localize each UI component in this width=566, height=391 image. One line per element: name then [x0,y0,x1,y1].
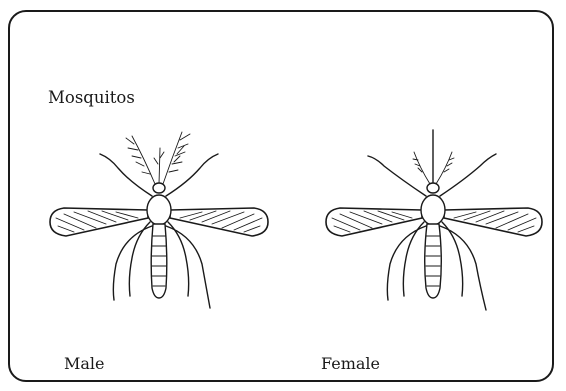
female-label: Female [321,354,380,373]
diagram-title: Mosquitos [48,88,135,107]
female-mosquito-illustration [322,118,552,328]
male-mosquito-illustration [44,118,274,328]
male-label: Male [64,354,105,373]
